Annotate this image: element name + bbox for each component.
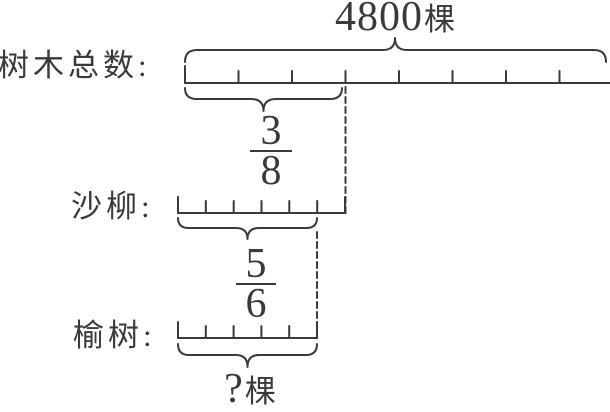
fraction-three-eighths-numerator: 3 <box>260 108 282 154</box>
question-unit: 棵 <box>244 374 276 409</box>
total-sub-brace <box>184 87 343 112</box>
total-bar <box>184 65 610 84</box>
elm-question-count: ? 棵 <box>195 368 305 410</box>
willow-bar-ticks <box>204 200 319 214</box>
fraction-three-eighths: 3 8 <box>250 108 292 194</box>
total-count-unit: 棵 <box>424 2 455 37</box>
total-count-number: 4800 <box>335 0 423 40</box>
fraction-five-sixths-bar <box>236 283 276 285</box>
total-bar-ticks <box>237 70 561 84</box>
elm-bar <box>177 321 318 339</box>
elm-label: 榆树: <box>73 318 156 353</box>
fraction-three-eighths-denominator: 8 <box>260 148 282 194</box>
willow-bar-end-ticks <box>177 196 346 214</box>
fraction-three-eighths-bar <box>250 150 292 152</box>
total-top-brace <box>184 37 607 63</box>
fraction-five-sixths: 5 6 <box>236 241 276 327</box>
fraction-five-sixths-numerator: 5 <box>245 241 267 287</box>
elm-brace <box>177 343 318 368</box>
willow-label: 沙柳: <box>71 189 154 224</box>
elm-bar-ticks <box>204 325 291 339</box>
willow-bar <box>177 196 346 214</box>
total-trees-label: 树木总数: <box>0 48 151 83</box>
elm-bar-end-ticks <box>177 321 318 339</box>
fraction-five-sixths-denominator: 6 <box>245 281 267 327</box>
total-count: 4800 棵 <box>305 0 485 38</box>
question-mark: ? <box>224 366 244 412</box>
willow-sub-brace <box>177 217 318 240</box>
